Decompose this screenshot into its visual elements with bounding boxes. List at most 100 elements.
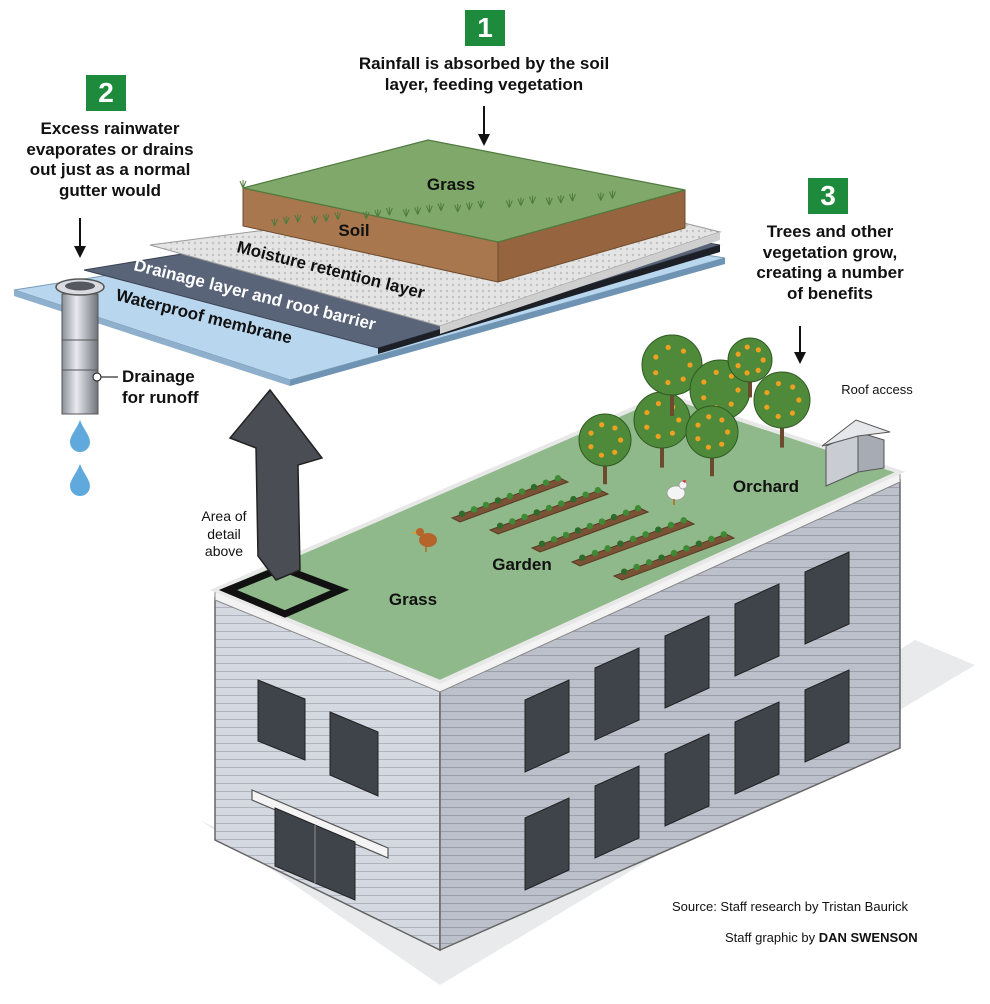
fruit (676, 417, 682, 423)
staff-credit-prefix: Staff graphic by (725, 930, 816, 945)
grass-tuft (425, 204, 433, 213)
window (594, 765, 640, 859)
fruit (790, 384, 796, 390)
detail-line: Area of (201, 508, 247, 524)
tree-canopy (753, 371, 811, 429)
garden-plant (558, 500, 565, 507)
step-2-line: Excess rainwater (40, 119, 180, 138)
drainage-line: Drainage (122, 367, 195, 386)
fruit (655, 433, 661, 439)
chicken-icon (412, 528, 437, 552)
grass-layer (242, 139, 686, 243)
grass-tufts (239, 180, 616, 227)
step-3-line: of benefits (787, 284, 873, 304)
garden-plant (570, 495, 577, 503)
water-drop-icon (70, 420, 90, 452)
grass-tuft (311, 215, 319, 224)
garden-plant (617, 540, 624, 547)
fruit (653, 354, 659, 360)
fruit (705, 444, 712, 450)
fruit (701, 395, 707, 401)
garden-label: Garden (492, 555, 552, 574)
window (664, 733, 710, 827)
grass-tuft (271, 218, 279, 227)
garden-plant (667, 521, 675, 529)
window (524, 679, 570, 773)
grass-tuft (477, 200, 485, 209)
fruit (760, 357, 766, 363)
fruit (669, 430, 676, 436)
building (200, 334, 975, 985)
orchard-label: Orchard (733, 477, 799, 496)
garden-plant (645, 559, 653, 566)
fruit (680, 376, 686, 382)
garden-plant (670, 549, 678, 557)
fruit (701, 379, 707, 385)
tree-canopy (633, 391, 691, 449)
grass-layer-label: Grass (427, 175, 475, 194)
garden-plant (470, 506, 478, 513)
garden-plant (482, 501, 490, 509)
garden-plant (538, 540, 546, 547)
fruit (680, 348, 687, 354)
roof-access-shed (821, 419, 891, 487)
grass-tuft (437, 202, 445, 211)
garden-plant (708, 535, 715, 543)
fruit (719, 441, 725, 447)
fruit (655, 400, 662, 407)
garden-plant (533, 509, 540, 516)
fruit (598, 452, 605, 458)
garden-plant (621, 568, 628, 575)
fruit (725, 429, 731, 435)
grass-tuft (385, 207, 393, 216)
step-3-line: vegetation grow, (762, 242, 898, 262)
fruit (744, 370, 750, 376)
garden-plant (496, 522, 504, 529)
garden-plant (680, 517, 687, 524)
step-3-line: creating a number (756, 263, 904, 283)
grass-tuft (334, 211, 342, 220)
grass-tuft (374, 209, 382, 218)
detail-line: detail (207, 525, 241, 542)
window (734, 583, 780, 677)
roof-layers-detail (13, 139, 726, 496)
drainage-runoff-label: Drainage for runoff (122, 367, 198, 408)
grass-tuft (529, 195, 536, 204)
garden-plant (642, 531, 649, 538)
left-wall-windows (257, 679, 379, 797)
fruit (728, 401, 734, 407)
fruit (796, 397, 802, 403)
garden-plant (633, 563, 640, 571)
source-credit: Source: Staff research by Tristan Bauric… (672, 899, 909, 914)
fruit (644, 409, 650, 416)
garden-plant (695, 540, 703, 547)
garden-plant (658, 554, 665, 561)
garden-plant (542, 479, 550, 486)
step-1-line: layer, feeding vegetation (384, 74, 584, 94)
grass-tuft (362, 211, 370, 220)
window (594, 647, 640, 741)
step-1-caption: Rainfall is absorbed by the soil layer, … (334, 54, 634, 95)
garden-plant (562, 531, 570, 539)
window (524, 797, 570, 891)
garden-plant (494, 497, 502, 504)
detail-arrow (228, 388, 324, 581)
garden-plant (598, 518, 606, 525)
garden-plant (586, 522, 594, 530)
grass-tuft (454, 204, 462, 213)
window (664, 615, 710, 709)
roof-grass-label: Grass (389, 590, 437, 609)
garden-beds (450, 475, 736, 581)
grass-tuft (465, 202, 473, 211)
garden-plant (604, 545, 611, 552)
fruit (735, 387, 741, 393)
step-2-line: out just as a normal (29, 160, 191, 180)
grass-tuft (294, 214, 302, 223)
step-2-line: evaporates or drains (26, 139, 194, 159)
garden-plant (634, 505, 642, 512)
roof-access-label: Roof access (841, 382, 913, 397)
tree-canopy (727, 337, 773, 383)
grass-tuft (569, 193, 576, 202)
grass-tuft (239, 180, 247, 189)
garden-plant (530, 483, 538, 491)
